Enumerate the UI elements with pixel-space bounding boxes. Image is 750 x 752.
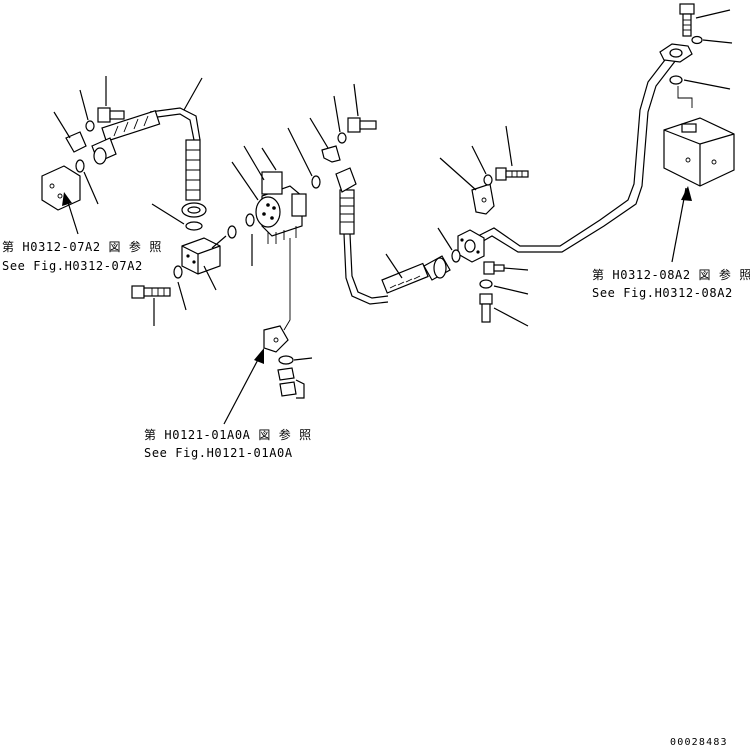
o-ring-icon — [311, 175, 321, 189]
reference-middle-en: See Fig.H0121-01A0A — [144, 446, 293, 460]
arrow-icon — [223, 348, 264, 425]
block-icon — [663, 117, 735, 187]
bolt-icon — [679, 3, 695, 37]
block-icon — [181, 237, 221, 275]
arrow-icon — [671, 186, 692, 263]
o-ring-icon — [451, 249, 461, 263]
bolt-icon — [131, 285, 171, 299]
washer-icon — [278, 355, 294, 365]
hose-icon — [343, 233, 451, 305]
drawing-number: 00028483 — [670, 737, 728, 748]
o-ring-icon — [75, 159, 85, 173]
hose-icon — [335, 167, 357, 235]
bracket-icon — [471, 183, 495, 215]
o-ring-icon — [669, 75, 683, 85]
washer-icon — [173, 265, 183, 279]
bolt-icon — [277, 367, 297, 397]
washer-icon — [337, 132, 347, 144]
split-flange-icon — [457, 229, 485, 263]
reference-right-jp: 第 H0312-08A2 図 参 照 — [592, 268, 750, 282]
hose-icon — [149, 107, 207, 218]
reference-right-en: See Fig.H0312-08A2 — [592, 286, 733, 300]
bolt-icon — [97, 107, 125, 123]
bolt-icon — [347, 117, 377, 133]
arrow-icon — [62, 192, 79, 235]
o-ring-icon — [227, 225, 237, 239]
hose-icon — [91, 109, 161, 165]
washer-icon — [691, 35, 703, 45]
valve-icon — [255, 171, 307, 237]
reference-middle-jp: 第 H0121-01A0A 図 参 照 — [144, 428, 312, 442]
reference-left-jp: 第 H0312-07A2 図 参 照 — [2, 240, 162, 254]
bolt-icon — [479, 293, 493, 323]
reference-left-en: See Fig.H0312-07A2 — [2, 259, 143, 273]
split-flange-icon — [659, 43, 693, 63]
bolt-icon — [495, 167, 529, 181]
bolt-icon — [483, 261, 505, 275]
clamp-icon — [65, 131, 87, 153]
o-ring-icon — [245, 213, 255, 227]
tube-icon — [477, 55, 677, 253]
washer-icon — [85, 120, 95, 132]
washer-icon — [479, 279, 493, 289]
clamp-icon — [321, 145, 341, 163]
block-icon — [41, 165, 81, 211]
o-ring-icon — [185, 221, 203, 231]
washer-icon — [483, 174, 493, 186]
bracket-icon — [263, 325, 289, 353]
